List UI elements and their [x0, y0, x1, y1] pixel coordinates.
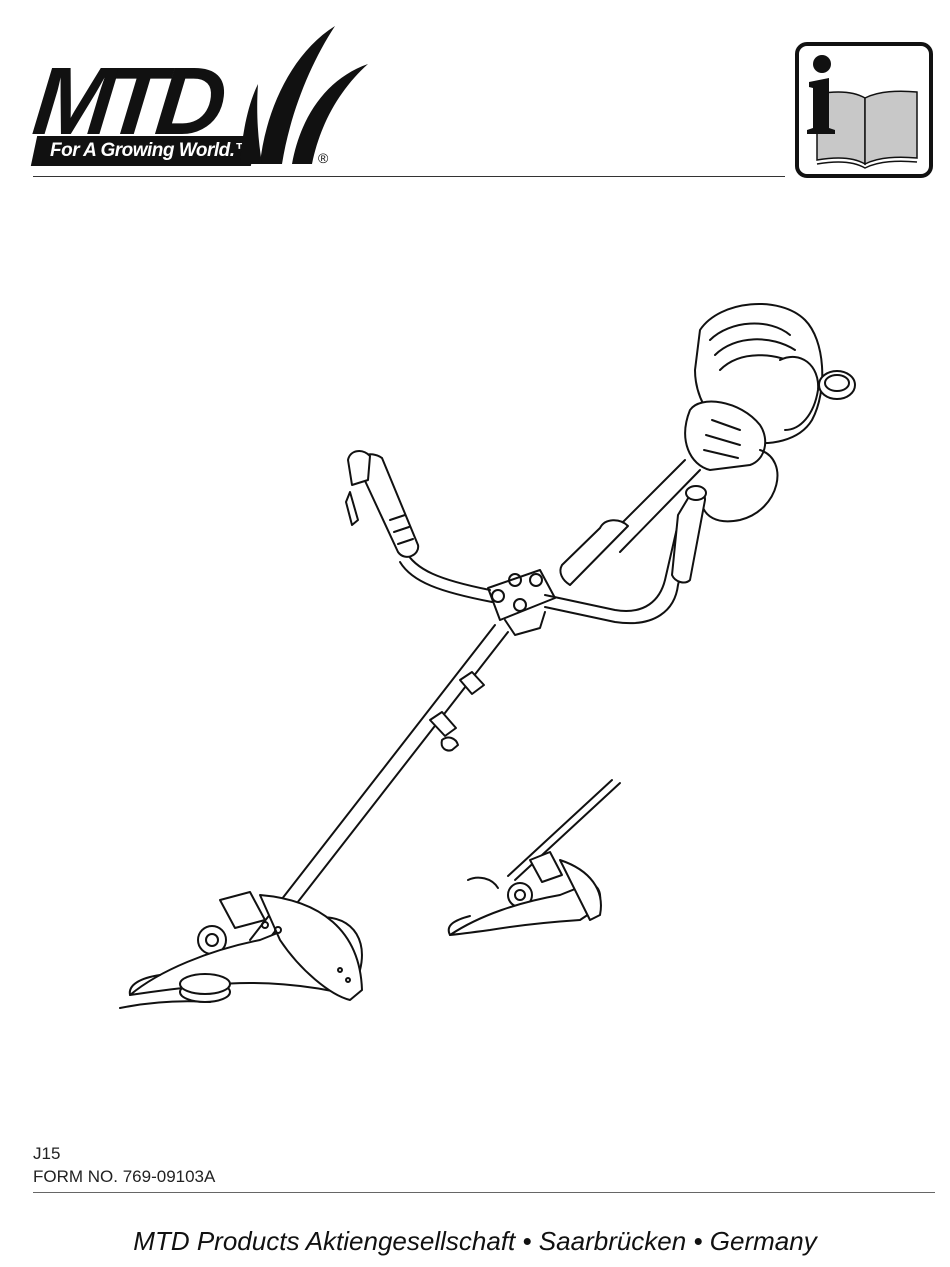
form-number: FORM NO. 769-09103A — [33, 1167, 216, 1186]
registered-mark: ® — [318, 150, 329, 166]
leaf-swoosh-icon — [240, 26, 368, 164]
brand-logo: MTD For A Growing World.™ ® — [28, 24, 368, 174]
company-footer: MTD Products Aktiengesellschaft • Saarbr… — [133, 1226, 817, 1256]
information-manual-icon — [795, 42, 933, 178]
footer-divider — [33, 1192, 935, 1193]
brush-cutter-illustration — [119, 303, 856, 1009]
brand-slogan: For A Growing World.™ — [50, 140, 254, 161]
header-divider — [33, 176, 785, 177]
model-number: J15 — [33, 1144, 61, 1163]
